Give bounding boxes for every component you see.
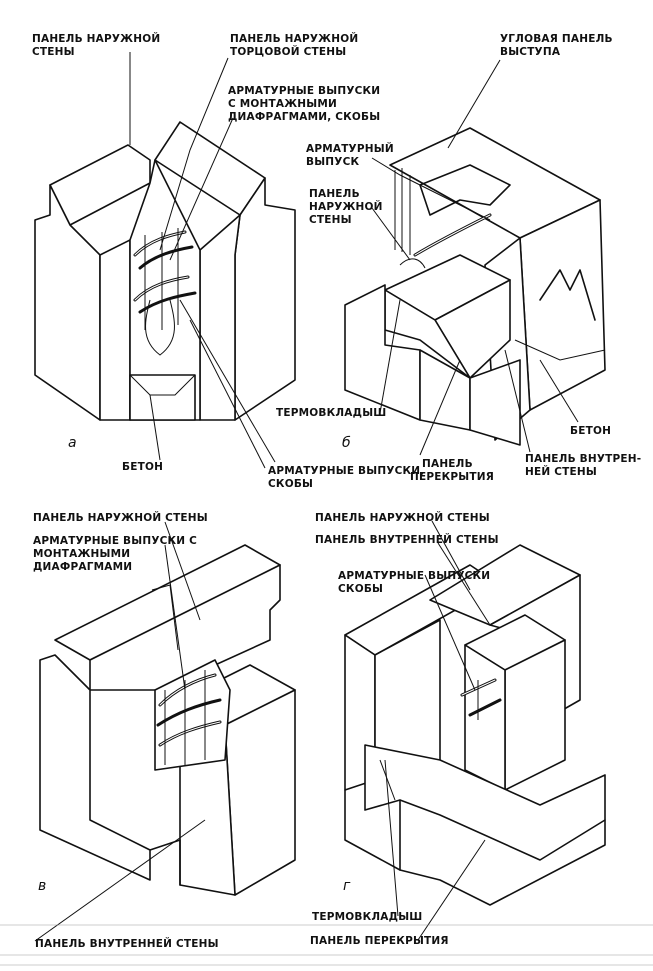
scan-noise xyxy=(0,924,653,966)
figure-v-drawing xyxy=(39,544,296,896)
g-rebar-brackets-label-1: АРМАТУРНЫЕ ВЫПУСКИ xyxy=(338,570,490,582)
b-outer-wall-label-3: СТЕНЫ xyxy=(309,214,352,226)
figure-a: ПАНЕЛЬ НАРУЖНОЙ СТЕНЫ ПАНЕЛЬ НАРУЖНОЙ ТО… xyxy=(32,32,424,490)
a-outer-wall-label-2: СТЕНЫ xyxy=(32,46,75,58)
b-rebar-outlet-label-2: ВЫПУСК xyxy=(306,156,359,168)
figure-a-letter: а xyxy=(68,435,77,451)
a-outer-wall-label-1: ПАНЕЛЬ НАРУЖНОЙ xyxy=(32,32,160,45)
a-end-wall-label-2: ТОРЦОВОЙ СТЕНЫ xyxy=(230,45,346,58)
a-rebar-diaphragm-label-3: ДИАФРАГМАМИ, СКОБЫ xyxy=(228,111,380,123)
g-rebar-brackets-label-2: СКОБЫ xyxy=(338,583,383,595)
g-outer-wall-label: ПАНЕЛЬ НАРУЖНОЙ СТЕНЫ xyxy=(315,511,490,524)
b-floor-panel-label-2: ПЕРЕКРЫТИЯ xyxy=(410,471,494,483)
a-rebar-brackets-label-2: СКОБЫ xyxy=(268,478,313,490)
g-thermal-insert-label: ТЕРМОВКЛАДЫШ xyxy=(312,911,422,923)
b-corner-panel-label-1: УГЛОВАЯ ПАНЕЛЬ xyxy=(500,33,613,45)
b-floor-panel-label-1: ПАНЕЛЬ xyxy=(422,458,473,470)
v-rebar-diaphragm-label-2: МОНТАЖНЫМИ xyxy=(33,548,130,560)
figure-b: УГЛОВАЯ ПАНЕЛЬ ВЫСТУПА АРМАТУРНЫЙ ВЫПУСК… xyxy=(276,33,641,483)
a-rebar-brackets-label-1: АРМАТУРНЫЕ ВЫПУСКИ, xyxy=(268,465,424,477)
figure-g-letter: г xyxy=(343,878,351,894)
a-rebar-diaphragm-label-1: АРМАТУРНЫЕ ВЫПУСКИ xyxy=(228,85,380,97)
a-rebar-diaphragm-label-2: С МОНТАЖНЫМИ xyxy=(228,98,337,110)
v-inner-wall-label: ПАНЕЛЬ ВНУТРЕННЕЙ СТЕНЫ xyxy=(35,937,219,950)
a-concrete-label: БЕТОН xyxy=(122,461,163,473)
figure-g: ПАНЕЛЬ НАРУЖНОЙ СТЕНЫ ПАНЕЛЬ ВНУТРЕННЕЙ … xyxy=(310,511,606,947)
figure-a-drawing xyxy=(34,121,296,421)
b-outer-wall-label-1: ПАНЕЛЬ xyxy=(309,188,360,200)
v-rebar-diaphragm-label-1: АРМАТУРНЫЕ ВЫПУСКИ С xyxy=(33,535,197,547)
v-outer-wall-label: ПАНЕЛЬ НАРУЖНОЙ СТЕНЫ xyxy=(33,511,208,524)
b-inner-wall-label-1: ПАНЕЛЬ ВНУТРЕН- xyxy=(525,453,641,465)
a-end-wall-label-1: ПАНЕЛЬ НАРУЖНОЙ xyxy=(230,32,358,45)
b-concrete-label: БЕТОН xyxy=(570,425,611,437)
b-corner-panel-label-2: ВЫСТУПА xyxy=(500,46,561,58)
figure-b-drawing xyxy=(344,127,606,446)
b-thermal-insert-label: ТЕРМОВКЛАДЫШ xyxy=(276,407,386,419)
g-inner-wall-label: ПАНЕЛЬ ВНУТРЕННЕЙ СТЕНЫ xyxy=(315,533,499,546)
b-rebar-outlet-label-1: АРМАТУРНЫЙ xyxy=(306,142,394,155)
v-rebar-diaphragm-label-3: ДИАФРАГМАМИ xyxy=(33,561,132,573)
figure-v: ПАНЕЛЬ НАРУЖНОЙ СТЕНЫ АРМАТУРНЫЕ ВЫПУСКИ… xyxy=(33,511,296,950)
figure-v-letter: в xyxy=(38,878,46,894)
b-inner-wall-label-2: НЕЙ СТЕНЫ xyxy=(525,465,597,478)
b-outer-wall-label-2: НАРУЖНОЙ xyxy=(309,200,383,213)
figure-g-drawing xyxy=(344,544,606,906)
g-floor-panel-label: ПАНЕЛЬ ПЕРЕКРЫТИЯ xyxy=(310,935,449,947)
figure-b-letter: б xyxy=(342,435,351,451)
